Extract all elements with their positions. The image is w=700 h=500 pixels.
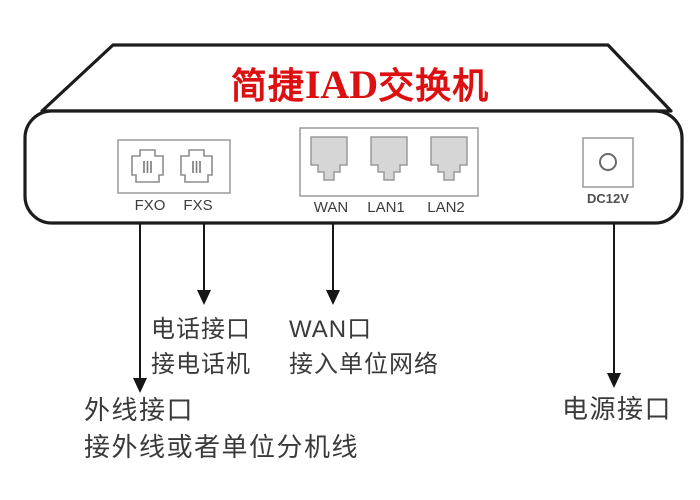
port-label-lan1: LAN1 (367, 199, 405, 216)
port-label-fxo: FXO (134, 197, 166, 214)
port-label-fxs: FXS (183, 197, 213, 214)
arrow-outside-line (133, 223, 147, 393)
port-label-dc12v: DC12V (587, 191, 629, 206)
port-label-wan: WAN (313, 199, 349, 216)
annotation-phone: 电话接口 接电话机 (151, 312, 251, 382)
annotation-power-line1: 电源接口 (562, 394, 673, 424)
annotation-wan-line2: 接入单位网络 (289, 351, 439, 378)
annotation-outside-line-line2: 接外线或者单位分机线 (84, 432, 360, 462)
rj45-port-lan1 (370, 136, 408, 181)
arrow-power (607, 223, 621, 388)
rj11-port-fxs (180, 149, 213, 183)
annotation-wan: WAN口 接入单位网络 (289, 312, 439, 382)
arrow-phone (197, 223, 211, 305)
rj11-port-fxo (131, 149, 164, 183)
rj45-port-lan2 (430, 136, 468, 181)
annotation-wan-line1: WAN口 (289, 316, 373, 343)
rj45-port-wan (310, 136, 348, 181)
port-label-lan2: LAN2 (427, 199, 465, 216)
rj11-port-group (117, 139, 231, 194)
device-title: 简捷IAD交换机 (110, 57, 610, 109)
arrow-wan (326, 223, 340, 305)
annotation-outside-line: 外线接口 接外线或者单位分机线 (84, 392, 359, 466)
device-title-prefix: 简捷 (230, 65, 305, 106)
annotation-power: 电源接口 (562, 391, 672, 428)
annotation-phone-line2: 接电话机 (151, 351, 251, 378)
device-top-face (40, 43, 673, 113)
annotation-phone-line1: 电话接口 (151, 316, 251, 343)
rj45-port-group (299, 127, 479, 197)
dc-power-port (582, 137, 634, 188)
device-title-suffix: 交换机 (378, 65, 490, 106)
annotation-outside-line-line1: 外线接口 (84, 395, 195, 425)
device-title-model: IAD (304, 62, 379, 107)
